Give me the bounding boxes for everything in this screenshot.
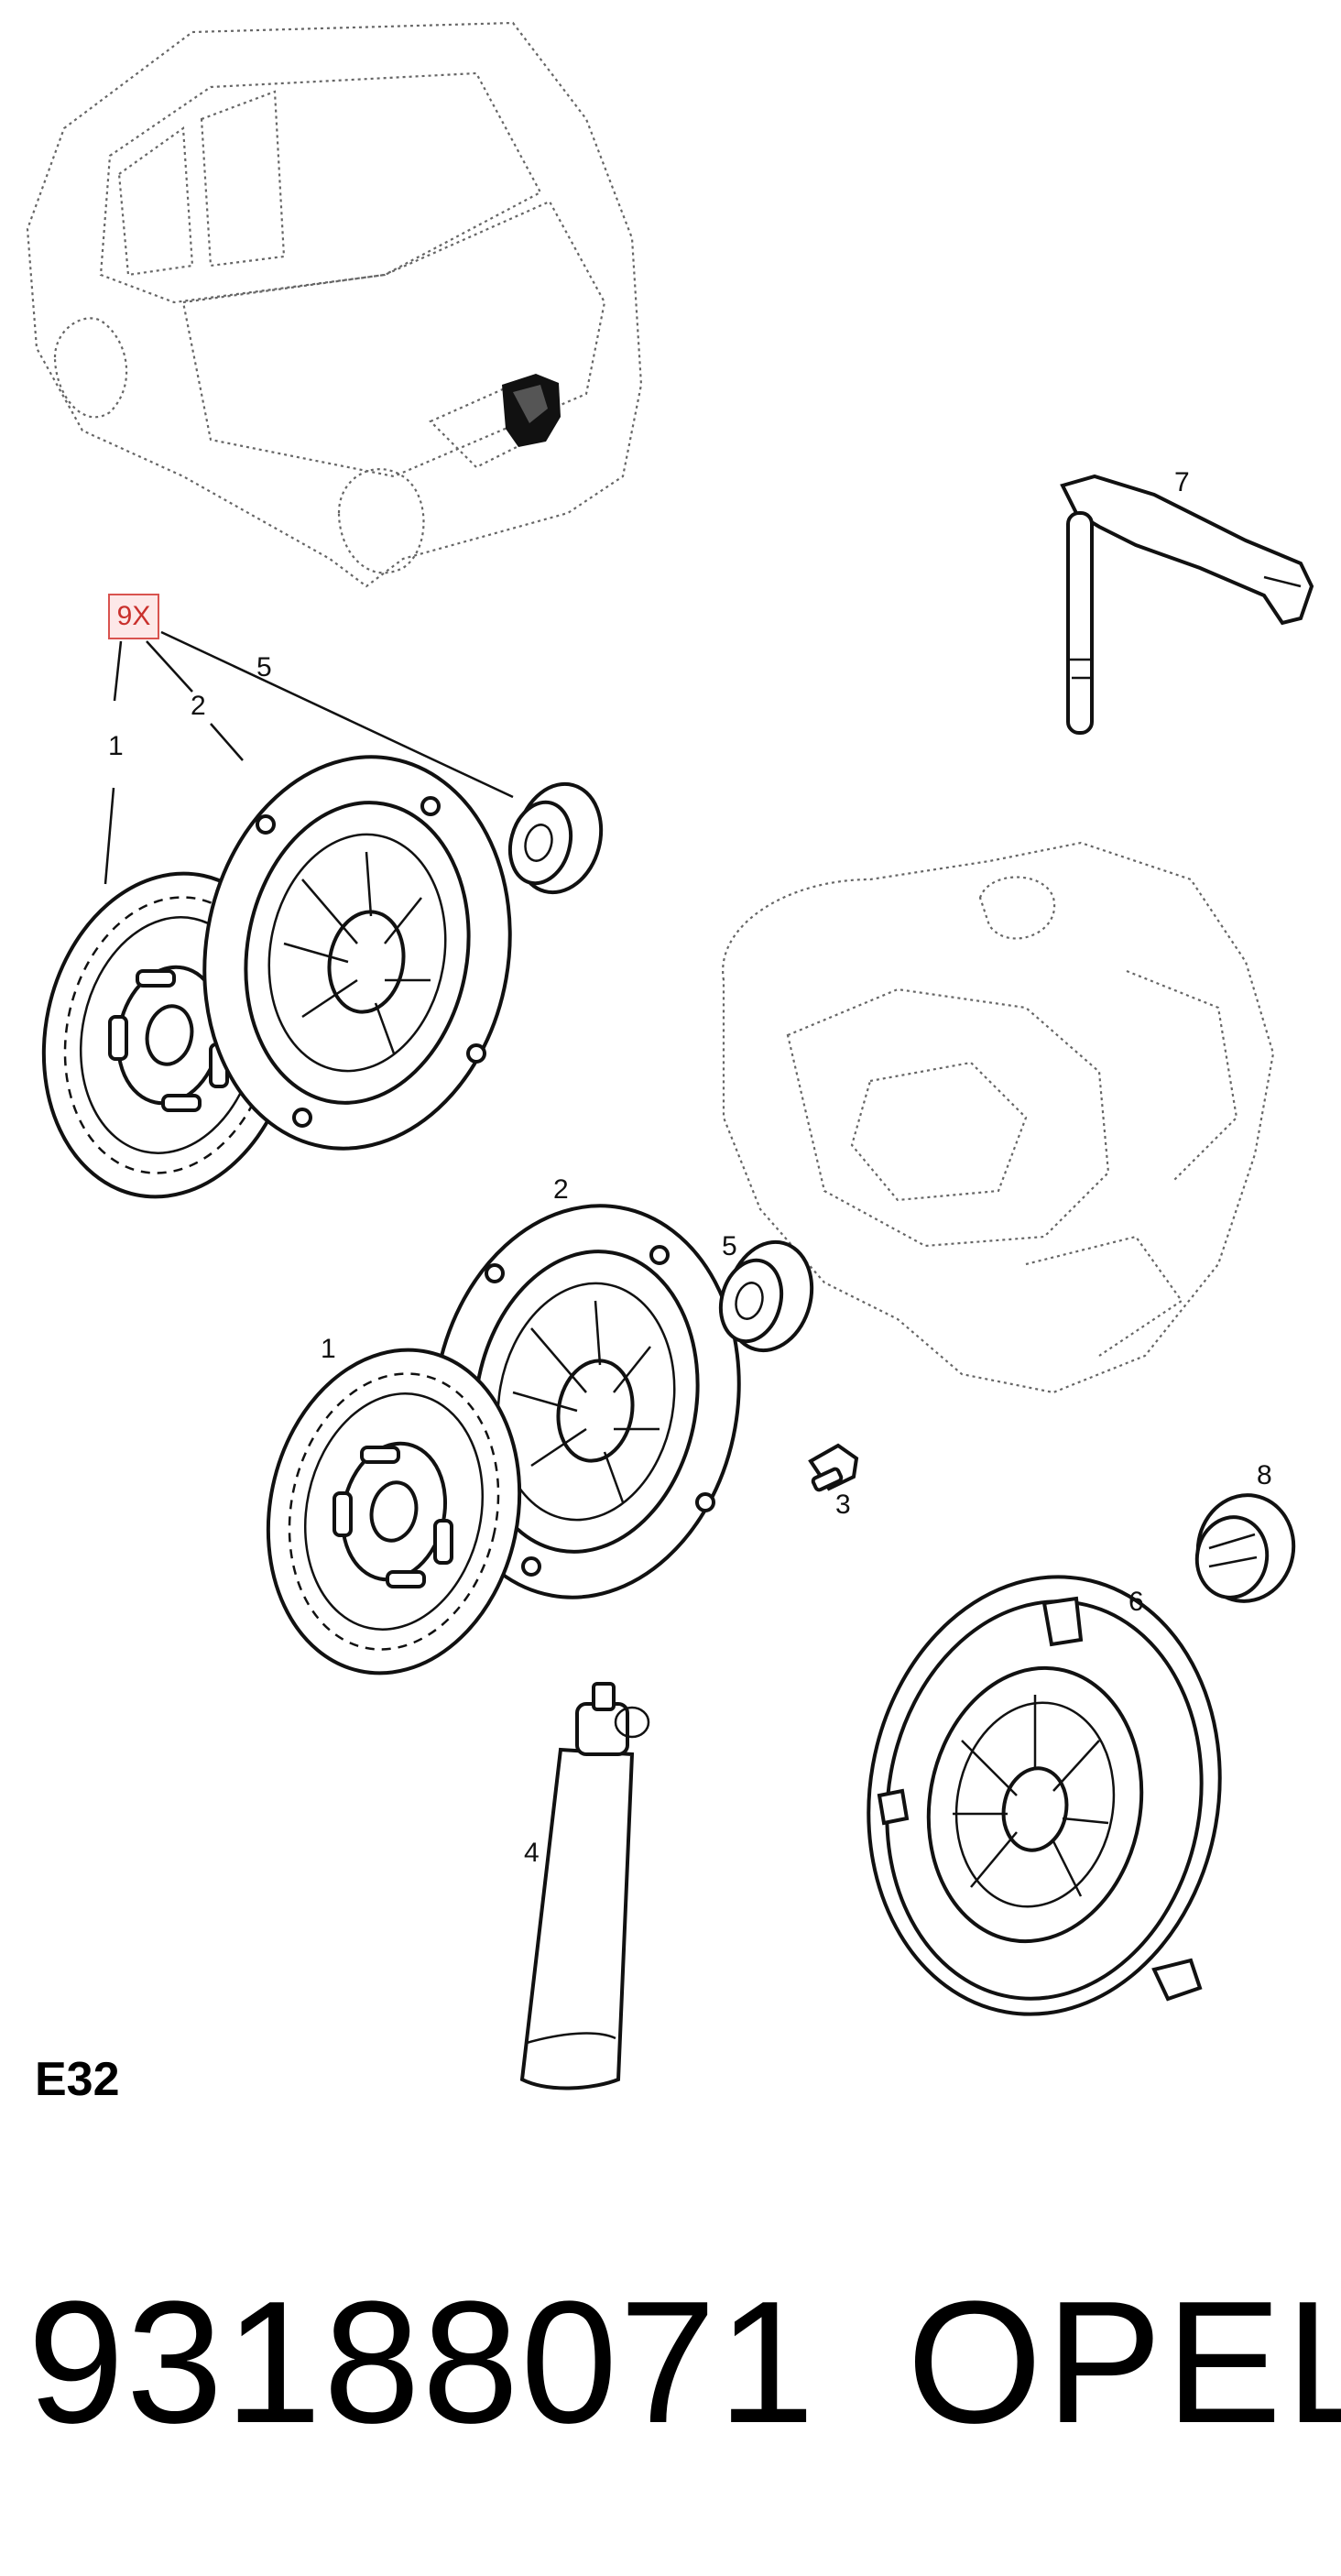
callout-4: 4 [524,1838,540,1868]
gearbox-outline [722,841,1275,1394]
part-5-release-bearing-upper [507,781,604,895]
callout-8: 8 [1257,1460,1272,1490]
callout-6: 6 [1128,1587,1144,1617]
clutch-location-marker [502,374,561,447]
kit-label-badge: 9X [108,594,159,639]
callout-5-lower: 5 [722,1231,737,1261]
leader-lines [104,630,514,885]
callout-2-upper: 2 [191,691,206,721]
part-4-grease-tube [519,1682,650,2090]
callout-1-upper: 1 [108,731,124,761]
callout-2-lower: 2 [553,1174,569,1205]
part-number: 93188071 [27,2265,817,2460]
section-code: E32 [35,2053,120,2106]
part-3-bolt [808,1443,859,1492]
callout-7: 7 [1174,467,1190,497]
part-1-clutch-disc-lower [266,1348,522,1675]
callout-3: 3 [835,1490,851,1520]
part-8-release-bearing [1194,1493,1296,1603]
brand-name: OPEL [907,2265,1341,2460]
part-6-pressure-plate [867,1575,1222,2016]
callout-1-lower: 1 [321,1334,336,1364]
part-7-release-fork [1060,474,1314,735]
callout-5-upper: 5 [256,652,272,682]
part-2-pressure-plate-upper [202,755,512,1151]
vehicle-outline [26,21,643,588]
part-5-release-bearing-lower [718,1239,814,1353]
